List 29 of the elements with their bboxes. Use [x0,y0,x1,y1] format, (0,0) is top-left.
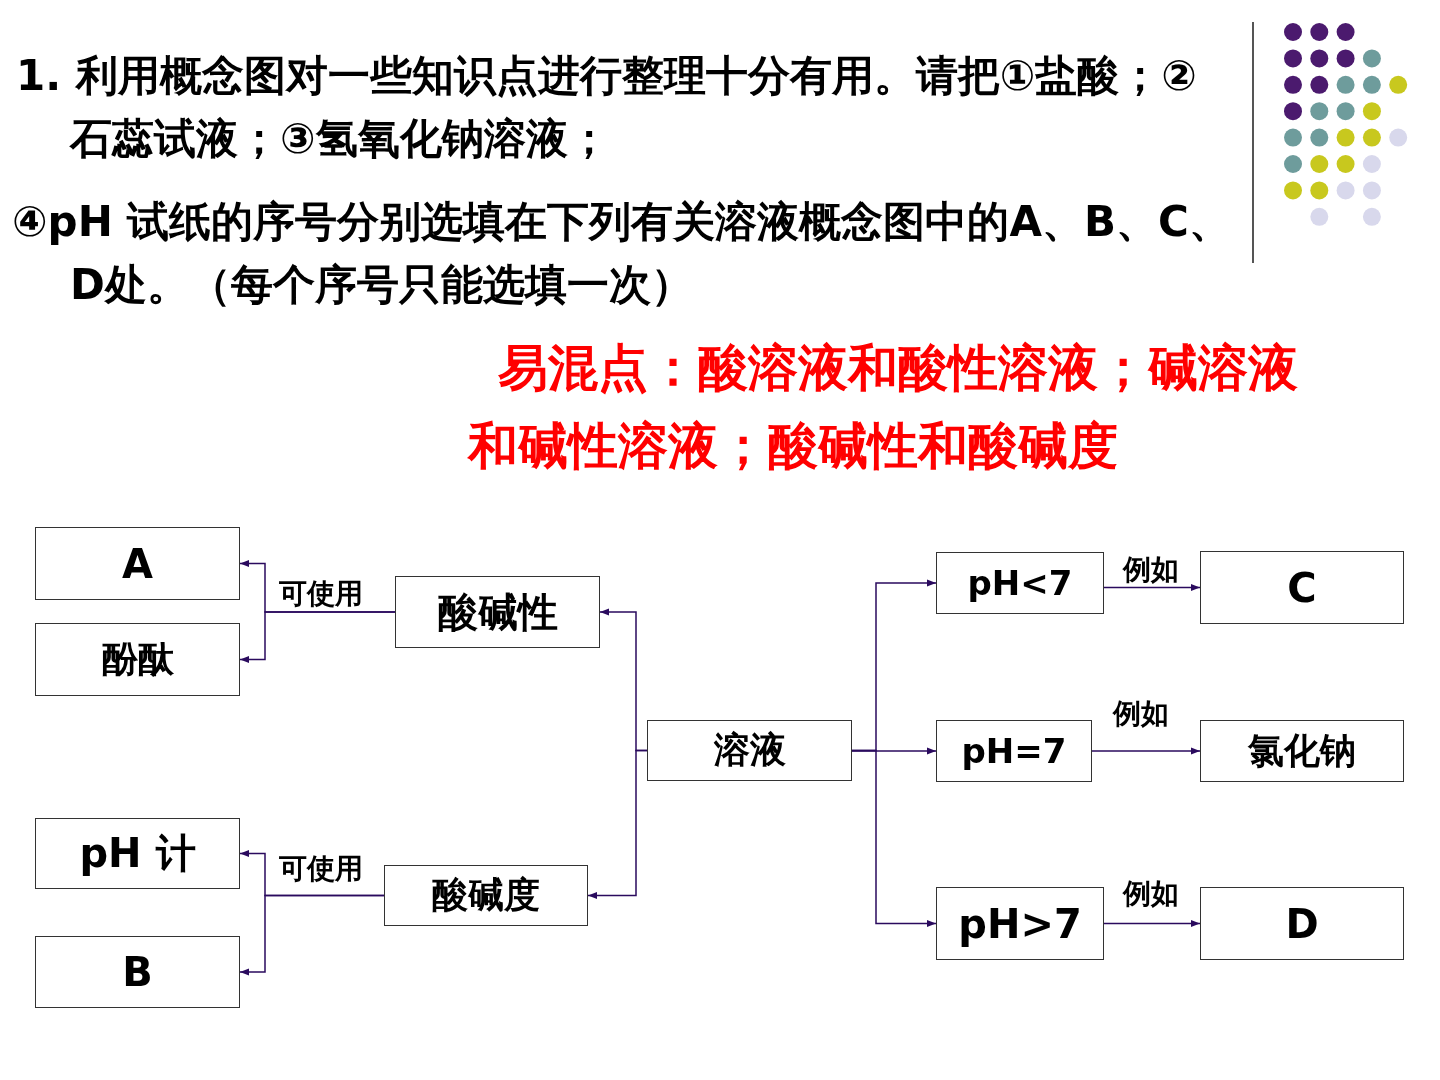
edge-label: 可使用 [278,855,364,883]
concept-box: pH>7 [936,887,1104,960]
edge-label: 例如 [1122,556,1180,584]
concept-box: A [35,527,240,600]
concept-box: C [1200,551,1404,624]
connector-arrow [1103,583,1201,592]
concept-box: 酸碱性 [395,576,600,648]
edge-label: 例如 [1122,880,1180,908]
concept-box: pH 计 [35,818,240,889]
connector-arrow [1091,747,1201,755]
connector-arrow [239,611,396,664]
connector-arrow [1103,919,1201,928]
edge-label: 可使用 [278,580,364,608]
edge-label: 例如 [1112,700,1170,728]
note-text: 易混点：酸溶液和酸性溶液；碱溶液和碱性溶液；酸碱性和酸碱度 [468,338,1299,477]
concept-box: D [1200,887,1404,960]
concept-box: pH=7 [936,720,1092,782]
concept-box: 酚酞 [35,623,240,696]
concept-box: B [35,936,240,1008]
concept-box: 氯化钠 [1200,720,1404,782]
connector-arrow [851,749,937,928]
concept-box: 溶液 [647,720,852,781]
connector-arrow [587,749,648,900]
concept-box: pH<7 [936,552,1104,614]
concept-box: 酸碱度 [384,865,588,926]
connector-arrow [239,894,385,976]
connector-arrow [851,747,937,755]
question-text: 1. 利用概念图对一些知识点进行整理十分有用。请把①盐酸；②石蕊试液；③氢氧化钠溶液； [16,50,1198,165]
question-text: ④pH 试纸的序号分别选填在下列有关溶液概念图中的A、B、C、D处。（每个序号只能选填一次） [12,196,1232,311]
